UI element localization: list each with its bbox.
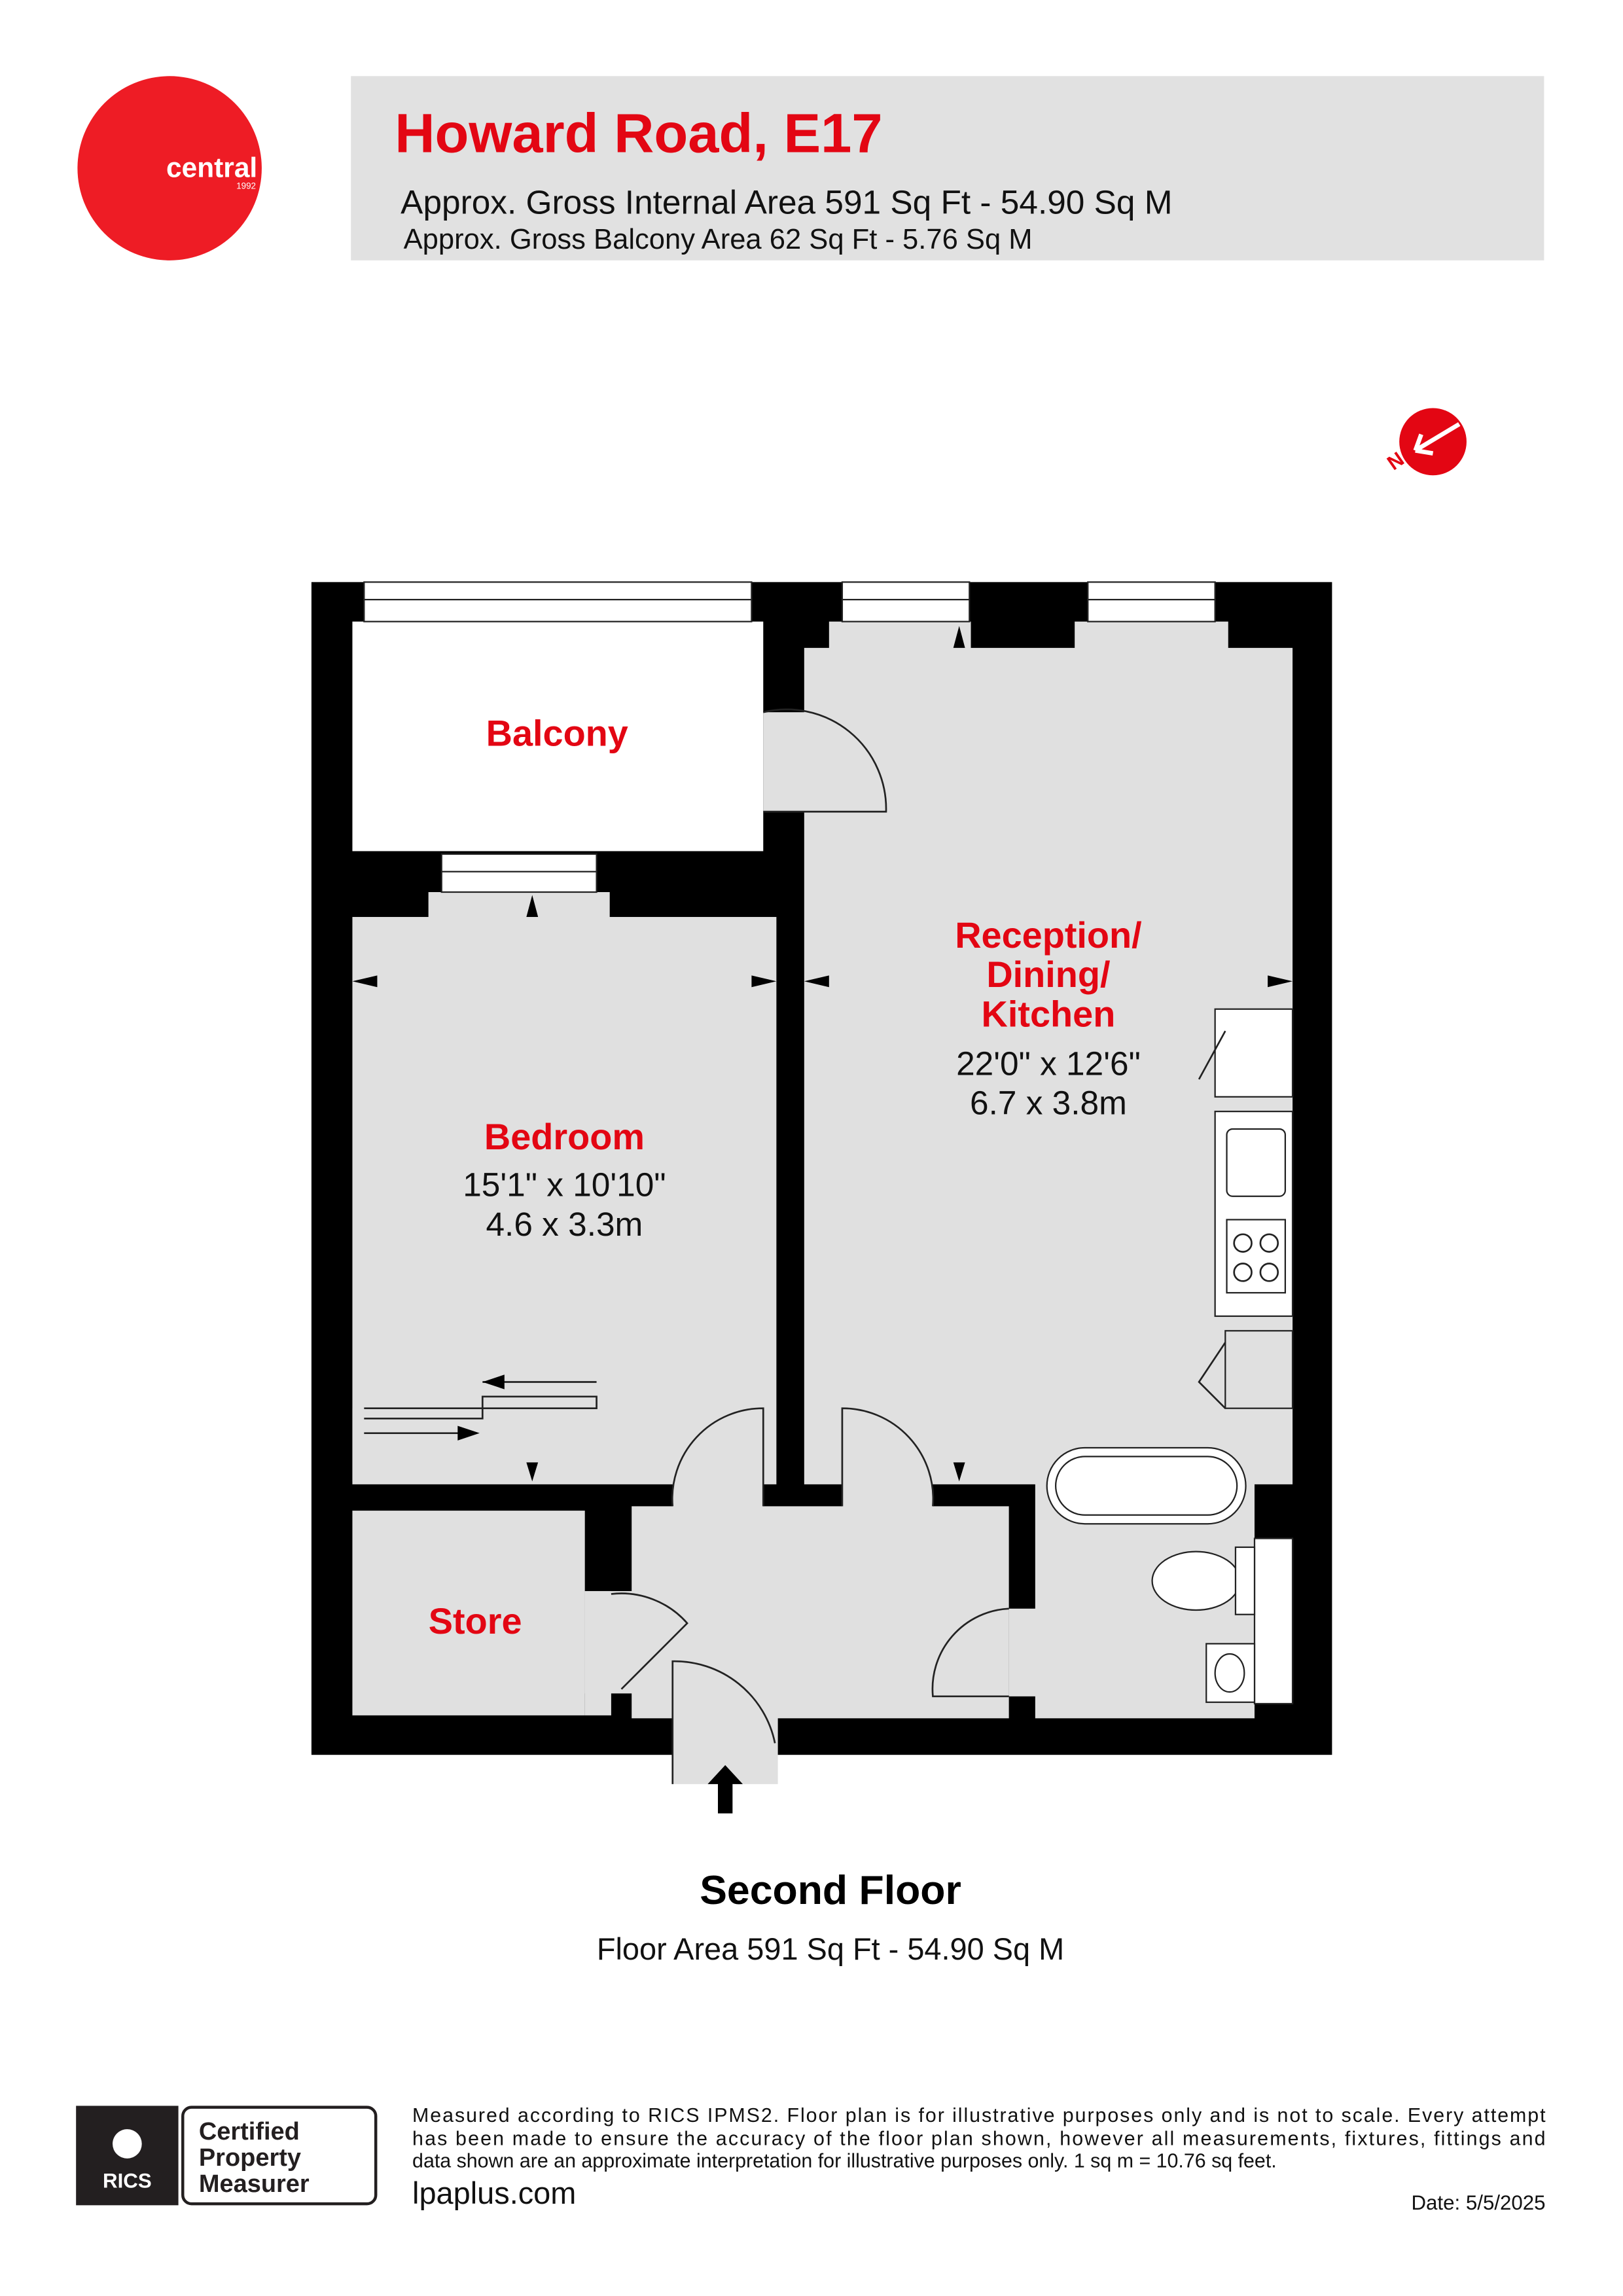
- bedroom-area: [352, 916, 777, 1484]
- property-title: Howard Road, E17: [395, 101, 882, 164]
- reception-area: [804, 647, 1293, 1484]
- svg-text:central: central: [166, 152, 257, 183]
- toilet-icon: [1151, 1551, 1241, 1611]
- svg-text:Property: Property: [199, 2144, 301, 2172]
- basin-icon: [1205, 1643, 1256, 1703]
- website-link[interactable]: lpaplus.com: [412, 2176, 576, 2210]
- hob-icon: [1226, 1219, 1287, 1294]
- room-label-store: Store: [429, 1600, 522, 1641]
- central-logo: central 1992: [77, 76, 262, 260]
- room-label-bedroom: Bedroom: [484, 1116, 645, 1157]
- reception-dimensions-metric: 6.7 x 3.8m: [970, 1084, 1127, 1122]
- floor-area: Floor Area 591 Sq Ft - 54.90 Sq M: [597, 1932, 1064, 1966]
- room-label-reception-3: Kitchen: [982, 994, 1116, 1035]
- bedroom-dimensions-imperial: 15'1" x 10'10": [463, 1166, 666, 1204]
- sink-icon: [1226, 1128, 1287, 1197]
- gross-internal-area: Approx. Gross Internal Area 591 Sq Ft - …: [401, 183, 1172, 221]
- entrance-arrow-icon: [707, 1765, 743, 1814]
- floor-title: Second Floor: [700, 1867, 961, 1913]
- bath-icon: [1046, 1446, 1247, 1525]
- svg-text:RICS: RICS: [103, 2170, 152, 2193]
- plan-date: Date: 5/5/2025: [1411, 2191, 1545, 2214]
- disclaimer-line-3: data shown are an approximate interpreta…: [412, 2149, 1277, 2172]
- room-label-balcony: Balcony: [486, 713, 628, 754]
- room-label-reception-2: Dining/: [986, 954, 1110, 995]
- svg-text:Certified: Certified: [199, 2118, 300, 2145]
- rics-logo: RICS Certified Property Measurer: [76, 2106, 378, 2206]
- disclaimer-line-2: has been made to ensure the accuracy of …: [412, 2128, 1546, 2150]
- store-area: [352, 1511, 585, 1715]
- disclaimer-line-1: Measured according to RICS IPMS2. Floor …: [412, 2104, 1546, 2126]
- balcony-area: [352, 621, 764, 852]
- svg-text:Measurer: Measurer: [199, 2170, 310, 2198]
- floor-plan: [311, 581, 1332, 1814]
- north-arrow-icon: N: [1383, 408, 1467, 476]
- header-band: [351, 76, 1544, 260]
- gross-balcony-area: Approx. Gross Balcony Area 62 Sq Ft - 5.…: [404, 224, 1033, 255]
- room-label-reception-1: Reception/: [955, 914, 1141, 956]
- hall-area: [632, 1506, 1009, 1719]
- reception-dimensions-imperial: 22'0" x 12'6": [956, 1044, 1141, 1082]
- svg-text:1992: 1992: [236, 181, 256, 190]
- bedroom-dimensions-metric: 4.6 x 3.3m: [486, 1205, 643, 1243]
